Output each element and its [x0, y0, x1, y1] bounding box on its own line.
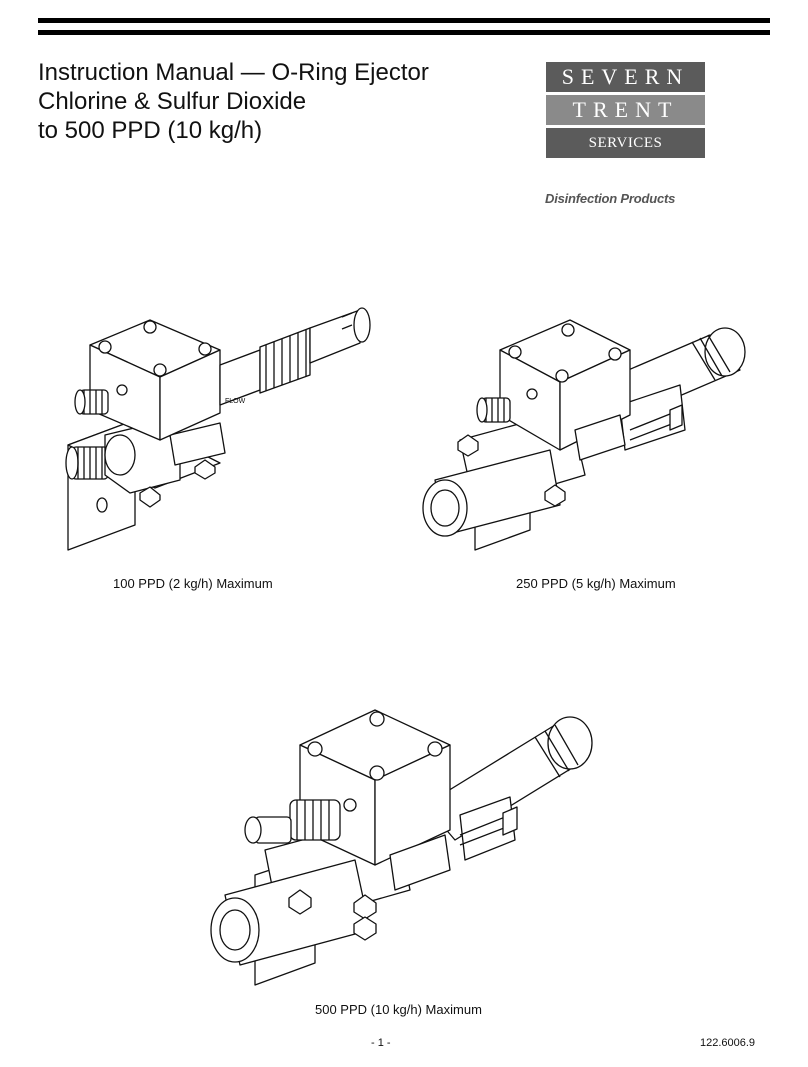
title-line-2: Chlorine & Sulfur Dioxide	[38, 88, 307, 115]
title-line-3: to 500 PPD (10 kg/h)	[38, 117, 263, 144]
division-tagline: Disinfection Products	[545, 191, 676, 206]
figure-caption-100ppd: 100 PPD (2 kg/h) Maximum	[113, 576, 273, 591]
document-number: 122.6006.9	[700, 1037, 756, 1049]
logo-trent: TRENT	[546, 95, 705, 125]
logo-services: SERVICES	[546, 128, 705, 158]
ejector-500ppd-illustration	[205, 705, 595, 990]
top-rule-1	[38, 18, 770, 23]
document-title: Instruction Manual — O-Ring Ejector Chlo…	[38, 58, 429, 145]
ejector-100ppd-illustration: FLOW	[60, 295, 380, 555]
title-line-1: Instruction Manual — O-Ring Ejector	[38, 59, 429, 86]
figure-caption-250ppd: 250 PPD (5 kg/h) Maximum	[516, 576, 676, 591]
logo-severn: SEVERN	[546, 62, 705, 92]
ejector-250ppd-illustration	[420, 310, 750, 555]
page-number: - 1 -	[371, 1037, 391, 1049]
figure-caption-500ppd: 500 PPD (10 kg/h) Maximum	[315, 1002, 482, 1017]
top-rule-2	[38, 30, 770, 35]
flow-label: FLOW	[225, 398, 246, 405]
company-logo: SEVERN TRENT SERVICES	[546, 62, 705, 161]
